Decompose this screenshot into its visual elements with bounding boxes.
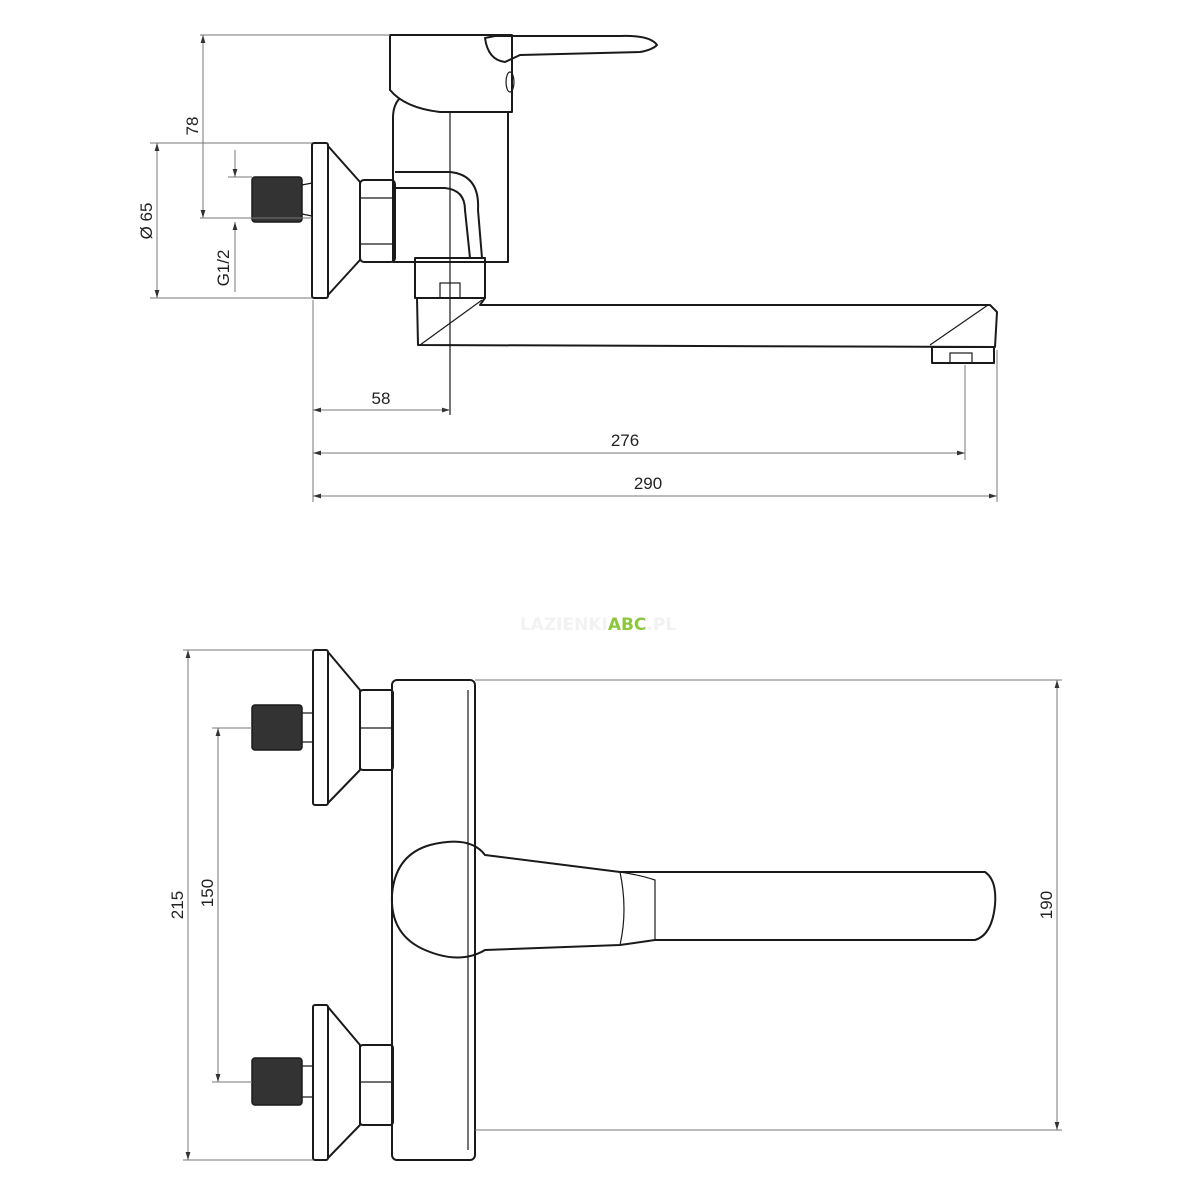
dim-diameter-65: Ø 65 (137, 203, 156, 240)
side-aerator (931, 346, 995, 364)
dim-190: 190 (1037, 891, 1056, 919)
watermark: LAZIENKIABC.PL (520, 615, 676, 635)
side-spout (416, 297, 998, 364)
side-lever (484, 34, 658, 63)
side-view: 78 Ø 65 G1/2 58 276 290 (137, 34, 998, 502)
front-lower-inlet (251, 1004, 394, 1161)
side-dimension-lines (150, 34, 998, 502)
dim-78: 78 (183, 117, 202, 136)
side-inlet-thread (251, 176, 303, 223)
front-dimension-lines (183, 649, 1062, 1161)
dim-215: 215 (168, 891, 187, 919)
front-upper-inlet (251, 649, 394, 806)
front-view: 215 150 190 (168, 649, 1062, 1161)
dim-58: 58 (372, 389, 391, 408)
side-swivel (414, 257, 486, 299)
side-hex-nut (359, 179, 396, 263)
side-body (389, 34, 513, 415)
dim-150: 150 (198, 879, 217, 907)
side-wall-plate (311, 142, 361, 299)
dim-thread-g12: G1/2 (214, 250, 233, 287)
dim-290: 290 (634, 474, 662, 493)
front-lever-handle (390, 840, 997, 959)
dim-276: 276 (611, 431, 639, 450)
front-body (391, 679, 476, 1161)
